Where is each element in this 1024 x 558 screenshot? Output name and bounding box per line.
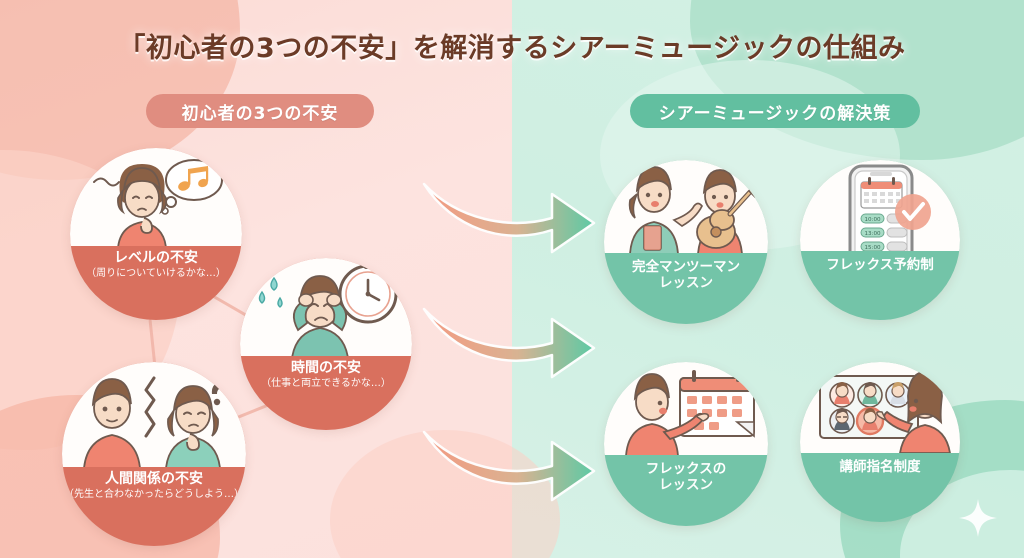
svg-text:15:00: 15:00 <box>864 245 881 251</box>
solution-manto-illustration <box>604 160 768 254</box>
solution-teacher-pick-line1: 講師指名制度 <box>839 459 921 476</box>
solution-flex-booking-illustration: 10:00 13:00 15:00 <box>800 160 960 252</box>
problem-level-subtitle: （周りについていけるかな…） <box>86 267 226 279</box>
problem-level-caption: レベルの不安 （周りについていけるかな…） <box>70 246 242 320</box>
badge-problems: 初心者の3つの不安 <box>146 94 374 128</box>
solution-flex-booking-line1: フレックス予約制 <box>826 257 934 274</box>
solution-card-teacher-pick[interactable]: 講師指名制度 <box>800 362 960 522</box>
problem-human-illustration <box>62 362 246 467</box>
solution-teacher-pick-illustration <box>800 362 960 454</box>
solution-manto-caption: 完全マンツーマン レッスン <box>604 253 768 324</box>
problem-time-caption: 時間の不安 （仕事と両立できるかな…） <box>240 356 412 430</box>
solution-card-flex-lesson[interactable]: フレックスの レッスン <box>604 362 768 526</box>
problem-time-illustration <box>240 258 412 357</box>
solution-manto-line2: レッスン <box>659 274 713 291</box>
problem-human-subtitle: （先生と合わなかったらどうしよう…） <box>64 488 244 500</box>
solution-manto-line1: 完全マンツーマン <box>632 259 740 276</box>
page-title: 「初心者の3つの不安」を解消するシアーミュージックの仕組み <box>118 33 906 64</box>
solution-teacher-pick-caption: 講師指名制度 <box>800 453 960 522</box>
curved-arrow-icon-1 <box>422 182 596 254</box>
badge-solutions: シアーミュージックの解決策 <box>630 94 920 128</box>
problem-card-human[interactable]: 人間関係の不安 （先生と合わなかったらどうしよう…） <box>62 362 246 546</box>
solution-flex-lesson-caption: フレックスの レッスン <box>604 455 768 526</box>
problem-time-subtitle: （仕事と両立できるかな…） <box>261 377 391 389</box>
curved-arrow-icon-3 <box>422 430 596 502</box>
problem-human-caption: 人間関係の不安 （先生と合わなかったらどうしよう…） <box>62 467 246 546</box>
curved-arrow-icon-2 <box>422 307 596 379</box>
solution-flex-booking-caption: フレックス予約制 <box>800 251 960 320</box>
svg-text:13:00: 13:00 <box>864 231 881 237</box>
problem-level-illustration <box>70 148 242 247</box>
problem-card-time[interactable]: 時間の不安 （仕事と両立できるかな…） <box>240 258 412 430</box>
svg-text:10:00: 10:00 <box>864 217 881 223</box>
solution-flex-lesson-line1: フレックスの <box>645 461 727 478</box>
solution-card-manto[interactable]: 完全マンツーマン レッスン <box>604 160 768 324</box>
solution-flex-lesson-illustration <box>604 362 768 456</box>
solution-flex-lesson-line2: レッスン <box>659 476 713 493</box>
problem-time-title: 時間の不安 <box>291 360 361 377</box>
problem-card-level[interactable]: レベルの不安 （周りについていけるかな…） <box>70 148 242 320</box>
problem-human-title: 人間関係の不安 <box>105 470 203 487</box>
problem-level-title: レベルの不安 <box>114 250 198 267</box>
solution-card-flex-booking[interactable]: 10:00 13:00 15:00 フレックス予約制 <box>800 160 960 320</box>
